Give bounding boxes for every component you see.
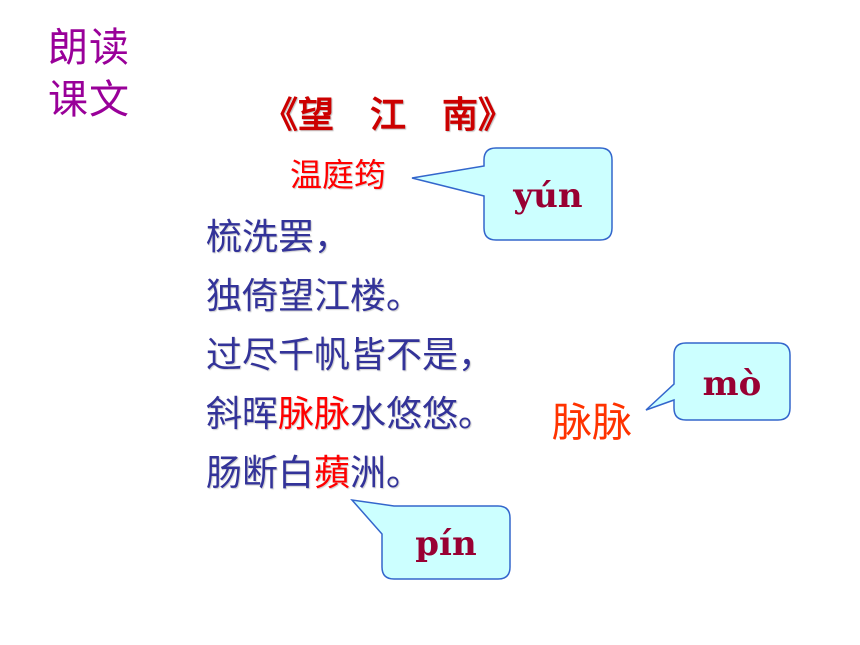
poem-text: 肠断白 [206,453,315,494]
poem-line: 梳洗罢， [206,208,494,267]
poem-author: 温庭筠 [290,156,387,194]
callout-pin-text: pín [415,524,477,564]
poem-text: 梳洗罢， [206,217,351,258]
section-label-line-2: 课文 [48,77,130,123]
poem-text: 水悠悠。 [350,394,495,435]
poem-body: 梳洗罢，独倚望江楼。过尽千帆皆不是，斜晖脉脉水悠悠。肠断白蘋洲。 [206,208,494,503]
callout-yun-bubble [411,147,613,241]
poem-line: 肠断白蘋洲。 [206,444,494,503]
keyword-maimai: 脉脉 [552,400,632,446]
section-label-line-1: 朗读 [48,25,130,71]
poem-text: 独倚望江楼。 [206,276,423,317]
callout-mo-bubble [645,342,791,421]
poem-text: 斜晖 [206,394,279,435]
poem-title: 《望 江 南》 [262,95,515,136]
poem-line: 斜晖脉脉水悠悠。 [206,385,494,444]
poem-line: 过尽千帆皆不是， [206,326,494,385]
poem-line: 独倚望江楼。 [206,267,494,326]
poem-highlight: 脉脉 [278,394,351,435]
poem-highlight: 蘋 [314,453,351,494]
callout-yun-text: yún [513,176,583,216]
poem-text: 过尽千帆皆不是， [206,335,495,376]
poem-text: 洲。 [350,453,423,494]
section-label: 朗读 课文 [48,22,130,126]
callout-mo-text: mò [702,364,762,404]
callout-pin-bubble [350,498,511,580]
